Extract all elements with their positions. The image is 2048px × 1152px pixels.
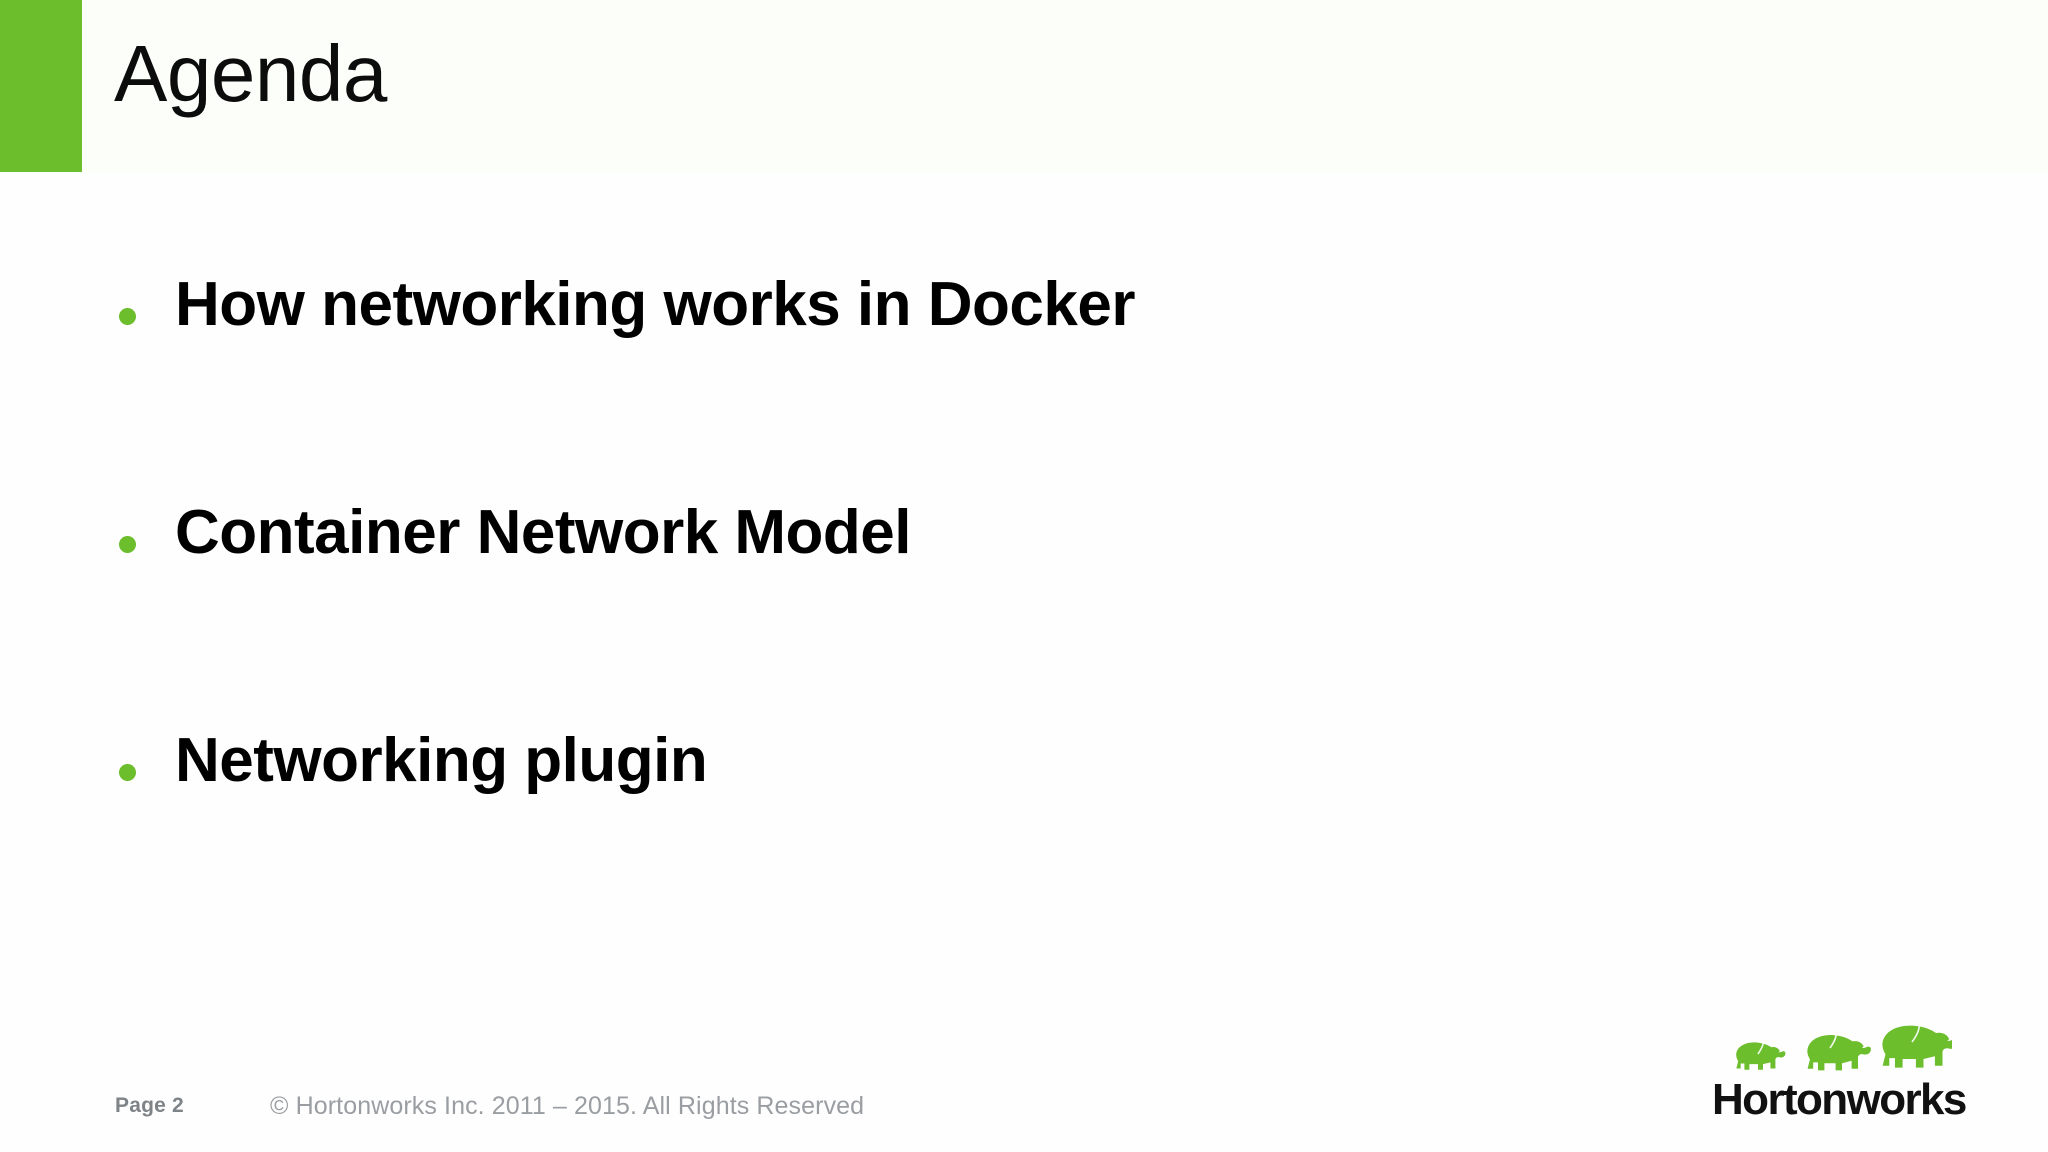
bullet-dot-icon [119, 308, 136, 325]
bullet-dot-icon [119, 764, 136, 781]
copyright-notice: © Hortonworks Inc. 2011 – 2015. All Righ… [270, 1092, 865, 1120]
bullet-text: Container Network Model [175, 498, 912, 567]
page-title: Agenda [114, 29, 387, 118]
list-item: Networking plugin [0, 726, 2048, 954]
bullet-dot-icon [119, 536, 136, 553]
bullet-text: Networking plugin [175, 726, 708, 795]
hortonworks-logo: Hortonworks [1712, 1018, 1966, 1128]
list-item: Container Network Model [0, 498, 2048, 726]
slide-body: How networking works in Docker Container… [0, 174, 2048, 1152]
slide-header: Agenda [0, 0, 2048, 174]
hortonworks-wordmark: Hortonworks [1712, 1076, 1966, 1124]
list-item: How networking works in Docker [0, 270, 2048, 498]
wordmark-text: Hortonworks [1712, 1076, 1966, 1124]
bullet-list: How networking works in Docker Container… [0, 270, 2048, 954]
page-number: Page 2 [115, 1094, 184, 1117]
elephant-herd-icon [1736, 1022, 1952, 1071]
accent-bar [0, 0, 82, 172]
bullet-text: How networking works in Docker [175, 270, 1135, 339]
